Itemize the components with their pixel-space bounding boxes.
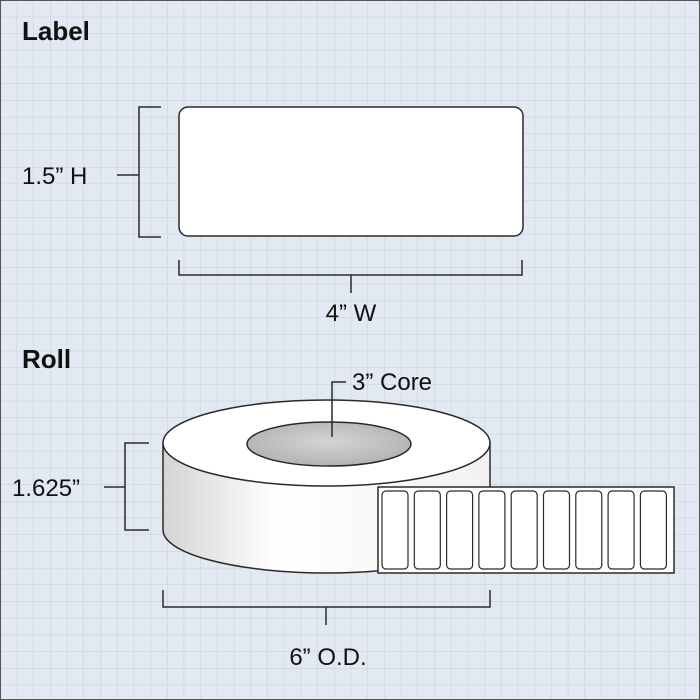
roll-strip-label bbox=[446, 490, 474, 570]
core-callout-line bbox=[331, 381, 346, 437]
roll-core bbox=[246, 421, 412, 467]
label-height-text: 1.5” H bbox=[22, 163, 87, 190]
roll-diameter-dimension bbox=[162, 590, 491, 625]
label-width-dimension bbox=[178, 260, 523, 293]
roll-strip-label bbox=[607, 490, 635, 570]
roll-strip-label bbox=[542, 490, 571, 570]
roll-strip-label bbox=[478, 490, 506, 570]
roll-strip-label bbox=[575, 490, 603, 570]
label-shape bbox=[178, 106, 524, 237]
roll-heading: Roll bbox=[22, 344, 71, 374]
roll-outer-diameter-text: 6” O.D. bbox=[289, 644, 366, 671]
roll-label-strip bbox=[377, 486, 675, 574]
roll-strip-label bbox=[639, 490, 668, 570]
roll-strip-label bbox=[381, 490, 409, 570]
roll-strip-label bbox=[510, 490, 538, 570]
label-width-text: 4” W bbox=[326, 300, 377, 327]
roll-strip-label bbox=[413, 490, 441, 570]
label-height-dimension bbox=[117, 106, 161, 238]
roll-width-dimension bbox=[104, 442, 149, 531]
core-size-text: 3” Core bbox=[352, 369, 432, 396]
label-heading: Label bbox=[22, 16, 90, 46]
roll-width-text: 1.625” bbox=[12, 475, 80, 502]
